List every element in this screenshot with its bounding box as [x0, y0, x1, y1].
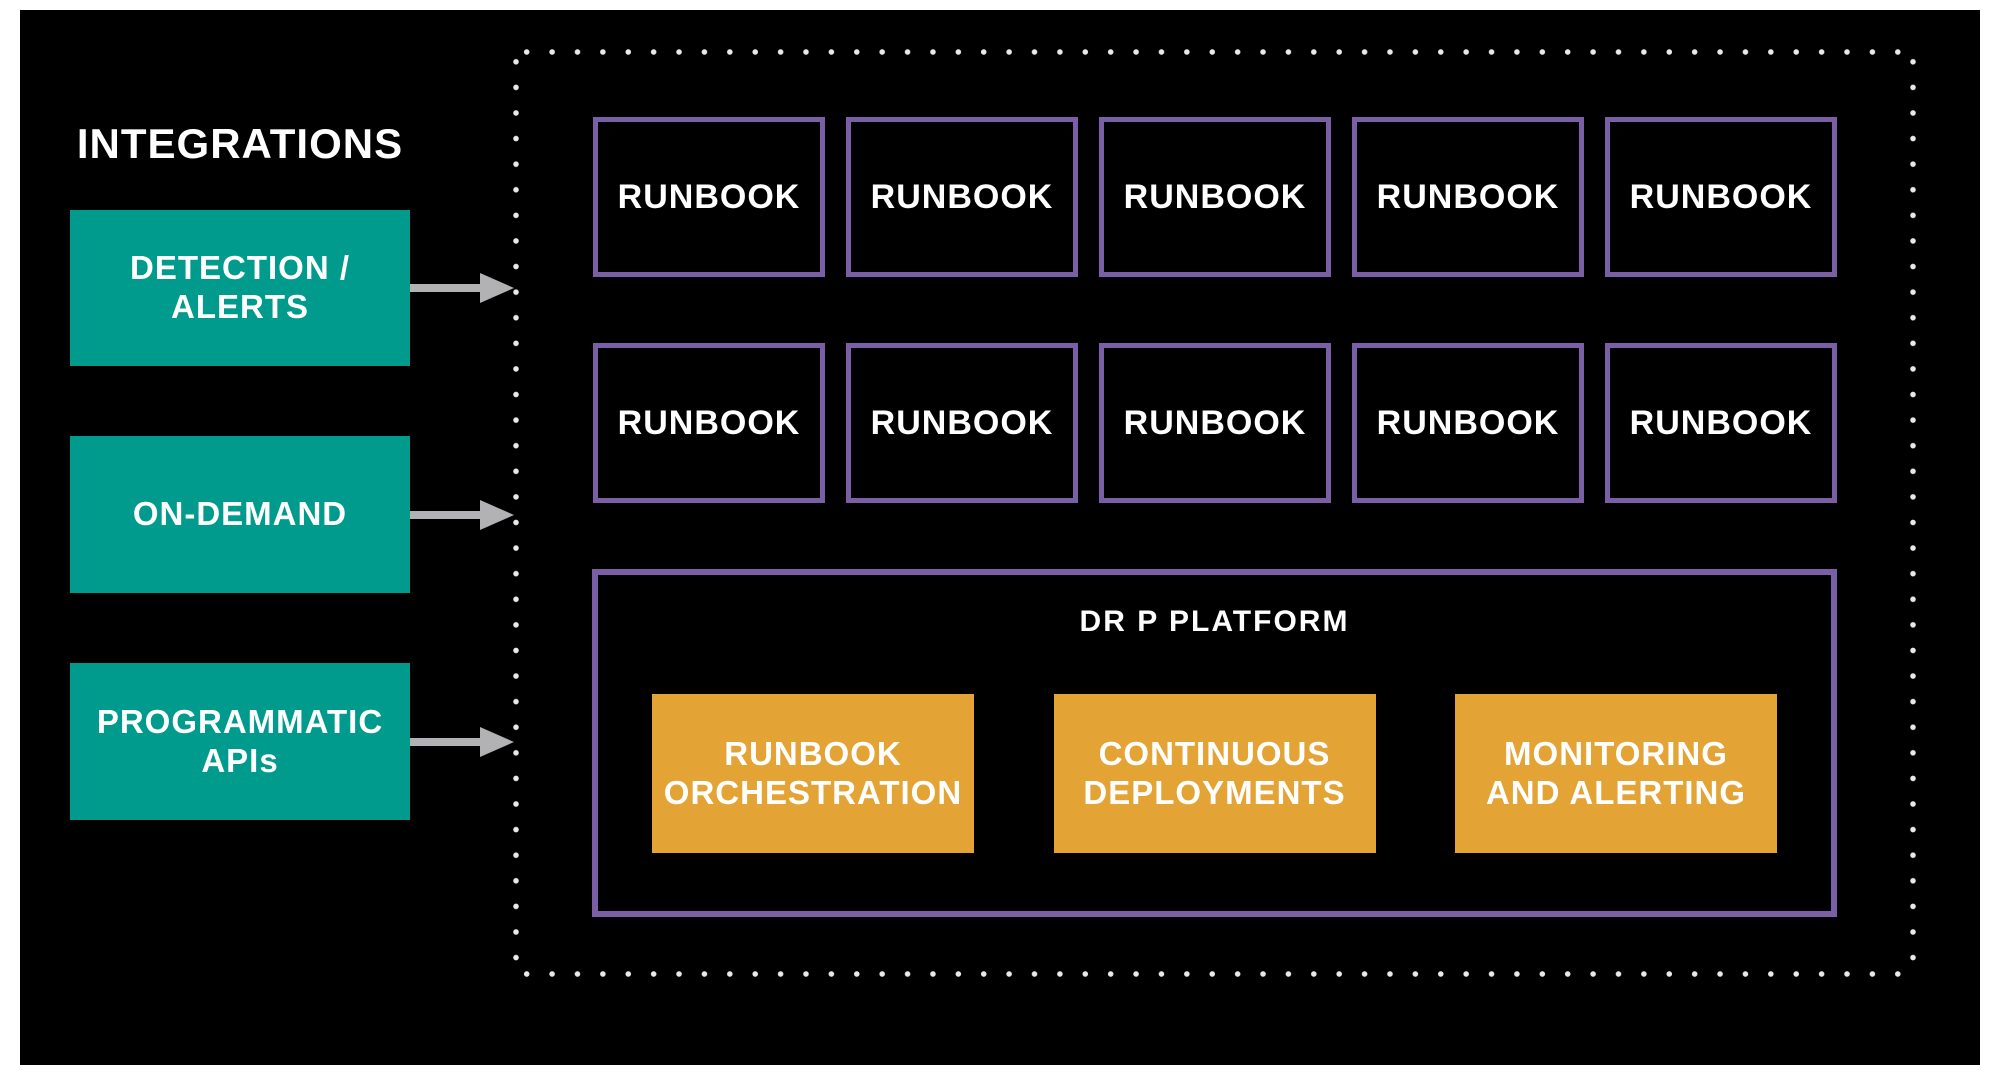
label-line: APIs: [201, 741, 279, 779]
label-line: RUNBOOK: [724, 734, 902, 772]
runbook-box: RUNBOOK: [1099, 117, 1331, 277]
runbook-label: RUNBOOK: [1376, 177, 1560, 216]
arrow-shaft: [410, 511, 482, 519]
runbook-label: RUNBOOK: [1629, 403, 1813, 442]
arrow-head: [480, 273, 514, 303]
label-line: AND ALERTING: [1485, 773, 1747, 811]
runbook-label: RUNBOOK: [870, 177, 1054, 216]
runbook-box: RUNBOOK: [846, 343, 1078, 503]
arrow-right-icon: [410, 727, 514, 757]
platform-box: DR P PLATFORM RUNBOOK ORCHESTRATION CONT…: [592, 569, 1837, 917]
label-line: DETECTION /: [129, 249, 350, 287]
runbook-box: RUNBOOK: [846, 117, 1078, 277]
runbook-label: RUNBOOK: [617, 177, 801, 216]
label-line: PROGRAMMATIC: [96, 702, 384, 740]
arrow-right-icon: [410, 273, 514, 303]
integration-box-label: PROGRAMMATIC APIs: [97, 703, 383, 781]
arrow-head: [480, 727, 514, 757]
runbook-label: RUNBOOK: [1629, 177, 1813, 216]
integration-box-on-demand: ON-DEMAND: [70, 436, 410, 593]
label-line: DEPLOYMENTS: [1083, 773, 1346, 811]
runbook-box: RUNBOOK: [1605, 117, 1837, 277]
component-label: MONITORING AND ALERTING: [1486, 735, 1746, 813]
label-line: ORCHESTRATION: [663, 773, 963, 811]
label-line: ON-DEMAND: [132, 495, 348, 533]
platform-components-row: RUNBOOK ORCHESTRATION CONTINUOUS DEPLOYM…: [652, 694, 1777, 853]
component-label: CONTINUOUS DEPLOYMENTS: [1083, 735, 1345, 813]
runbook-label: RUNBOOK: [1123, 403, 1307, 442]
diagram-canvas: INTEGRATIONS DETECTION / ALERTS ON-DEMAN…: [20, 10, 1980, 1065]
runbook-label: RUNBOOK: [1123, 177, 1307, 216]
runbook-box: RUNBOOK: [1352, 117, 1584, 277]
integration-box-detection-alerts: DETECTION / ALERTS: [70, 210, 410, 366]
component-label: RUNBOOK ORCHESTRATION: [664, 735, 962, 813]
dotted-boundary-bottom: [514, 971, 1916, 977]
integrations-title: INTEGRATIONS: [76, 120, 404, 167]
runbook-box: RUNBOOK: [1099, 343, 1331, 503]
runbook-box: RUNBOOK: [593, 343, 825, 503]
runbook-label: RUNBOOK: [617, 403, 801, 442]
label-line: ALERTS: [170, 288, 309, 325]
label-line: MONITORING: [1504, 734, 1728, 772]
dotted-boundary-left: [513, 49, 519, 977]
platform-title: DR P PLATFORM: [1079, 605, 1350, 638]
arrow-shaft: [410, 738, 482, 746]
integration-box-label: ON-DEMAND: [133, 495, 347, 534]
runbook-label: RUNBOOK: [870, 403, 1054, 442]
label-line: CONTINUOUS: [1098, 734, 1331, 772]
integration-box-label: DETECTION / ALERTS: [130, 249, 350, 327]
arrow-shaft: [410, 284, 482, 292]
arrow-right-icon: [410, 500, 514, 530]
runbook-label: RUNBOOK: [1376, 403, 1560, 442]
arrow-head: [480, 500, 514, 530]
dotted-boundary-right: [1910, 49, 1916, 977]
component-box-monitoring-and-alerting: MONITORING AND ALERTING: [1455, 694, 1777, 853]
component-box-runbook-orchestration: RUNBOOK ORCHESTRATION: [652, 694, 974, 853]
runbook-box: RUNBOOK: [1605, 343, 1837, 503]
runbook-box: RUNBOOK: [1352, 343, 1584, 503]
runbook-box: RUNBOOK: [593, 117, 825, 277]
dotted-boundary-top: [514, 49, 1916, 55]
component-box-continuous-deployments: CONTINUOUS DEPLOYMENTS: [1053, 694, 1376, 853]
integration-box-programmatic-apis: PROGRAMMATIC APIs: [70, 663, 410, 820]
